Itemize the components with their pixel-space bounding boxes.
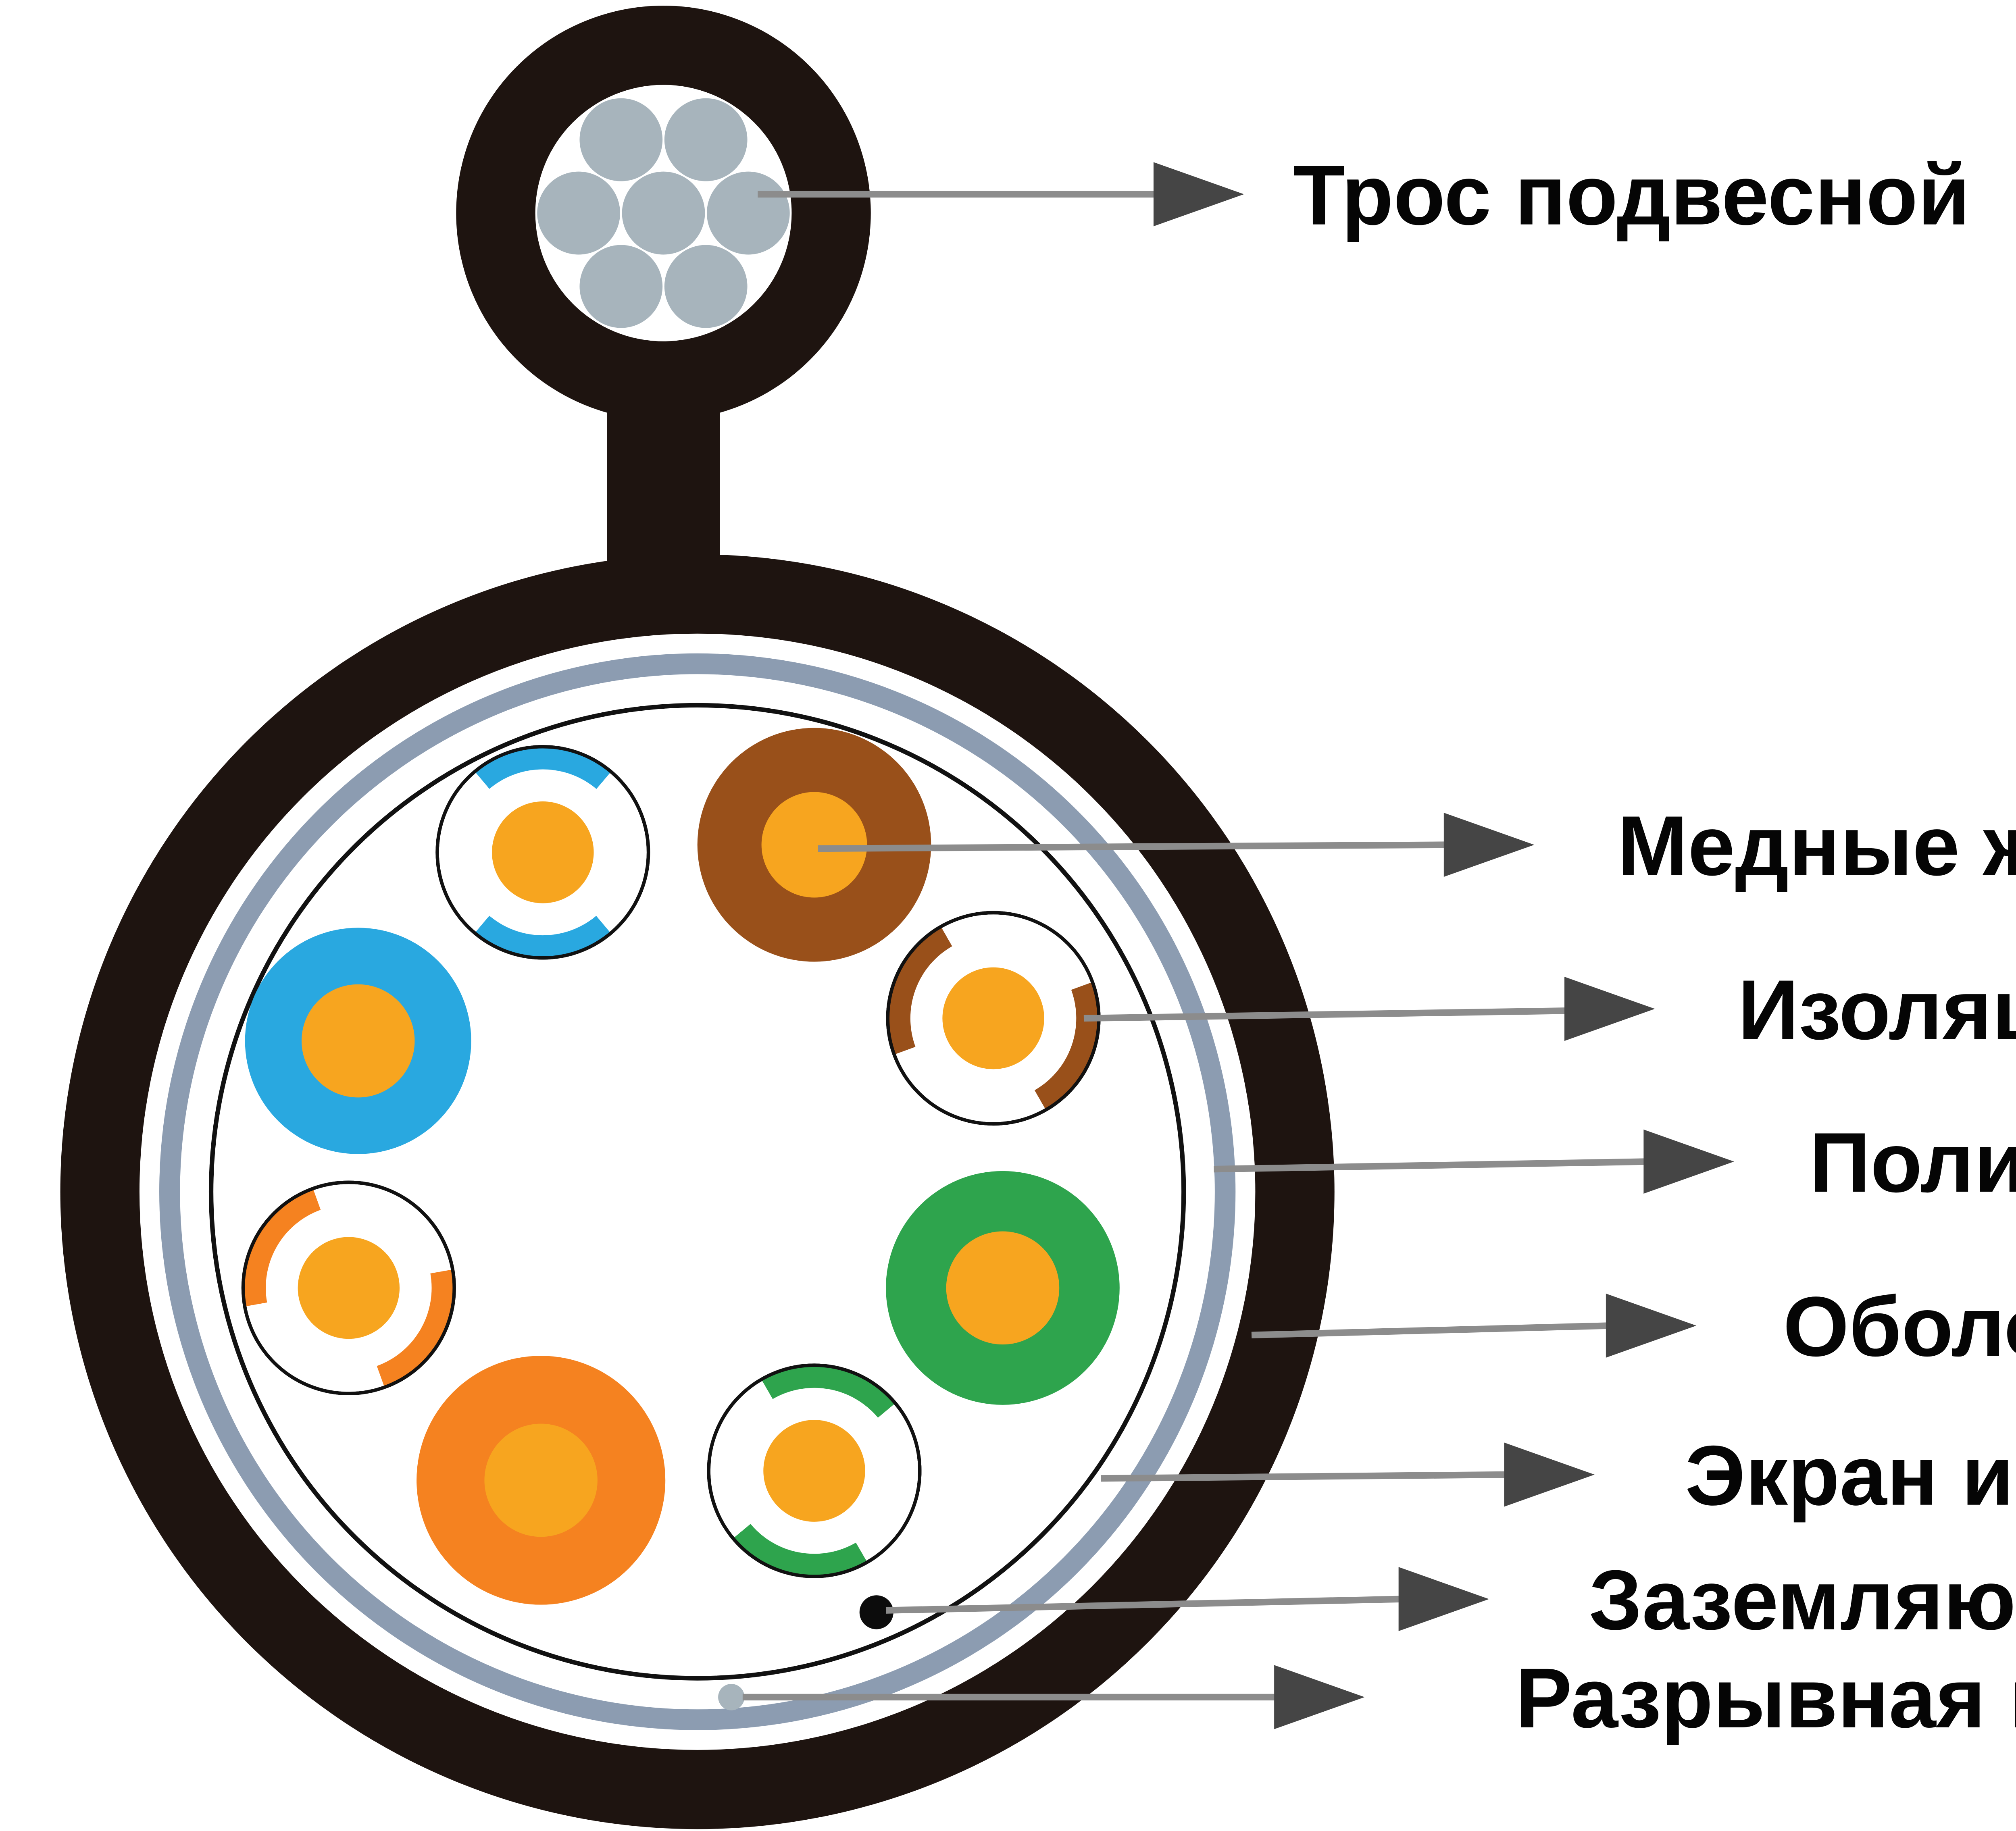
arrowhead [1274,1665,1365,1729]
callout-messenger: Трос подвесной [758,148,1970,243]
wire-white-orange-stripe [241,1180,456,1395]
copper-core [298,1237,400,1339]
strand [537,171,620,255]
arrowhead [1504,1442,1595,1507]
strand [622,171,705,255]
copper-core [763,1420,865,1522]
strand [664,98,748,181]
label-rip-cord: Разрывная нить [1515,1651,2016,1746]
rip-cord-dot [718,1684,745,1710]
label-copper-conductors: Медные жилы [1617,798,2016,893]
callout-pe-film: Полиэтиленовая пленка [1214,1115,2016,1210]
copper-core [484,1423,598,1537]
label-messenger: Трос подвесной [1293,148,1970,243]
wire-green-solid [886,1171,1120,1405]
wire-white-green-stripe [707,1363,922,1578]
callout-insulation-hdpe: Изоляция HDPE [1083,962,2016,1057]
messenger-strands [537,98,790,328]
copper-core [301,984,415,1098]
strand [579,245,663,328]
arrowhead [1153,162,1244,227]
copper-core [946,1231,1060,1345]
wire-outline [241,1180,456,1395]
leader-line [1100,1471,1508,1482]
copper-core [942,967,1044,1069]
copper-core [761,792,867,898]
stripe-blue [437,747,649,958]
wire-white-blue-stripe [435,745,650,960]
arrowhead [1643,1129,1734,1194]
strand [579,98,663,181]
arrowhead [1564,977,1655,1041]
stripe-brown [887,912,1099,1124]
wire-orange-solid [417,1356,666,1605]
label-insulation-hdpe: Изоляция HDPE [1738,962,2016,1057]
callout-copper-conductors: Медные жилы [818,798,2016,893]
arrowhead [1443,813,1535,877]
callout-foil-screen: Экран из фольги [1100,1428,2016,1523]
wire-white-brown-stripe [886,911,1101,1126]
leader-line [885,1596,1403,1614]
leader-line [1214,1158,1647,1173]
leader-line [818,841,1448,852]
wire-blue-solid [245,928,471,1154]
wire-outline [435,745,650,960]
stripe-orange [243,1182,454,1394]
wire-outline [707,1363,922,1578]
arrowhead [1398,1567,1489,1631]
ground-conductor-dot [859,1595,893,1629]
arrowhead [1606,1293,1697,1358]
wire-brown-solid [697,728,931,962]
callout-ground-conductor: Заземляющий проводник [885,1552,2016,1648]
strand [664,245,748,328]
label-jacket-lszh: Оболочка LSZH [1783,1279,2016,1374]
label-pe-film: Полиэтиленовая пленка [1810,1115,2016,1210]
stripe-green [708,1365,920,1577]
foil-screen-ring [159,653,1236,1730]
label-ground-conductor: Заземляющий проводник [1589,1552,2016,1647]
copper-core [492,801,594,903]
strand [707,171,790,255]
leader-line [1083,1007,1568,1022]
callout-jacket-lszh: Оболочка LSZH [1251,1279,2016,1374]
callout-rip-cord: Разрывная нить [742,1651,2016,1746]
leader-line [1251,1322,1610,1338]
label-foil-screen: Экран из фольги [1685,1428,2016,1523]
